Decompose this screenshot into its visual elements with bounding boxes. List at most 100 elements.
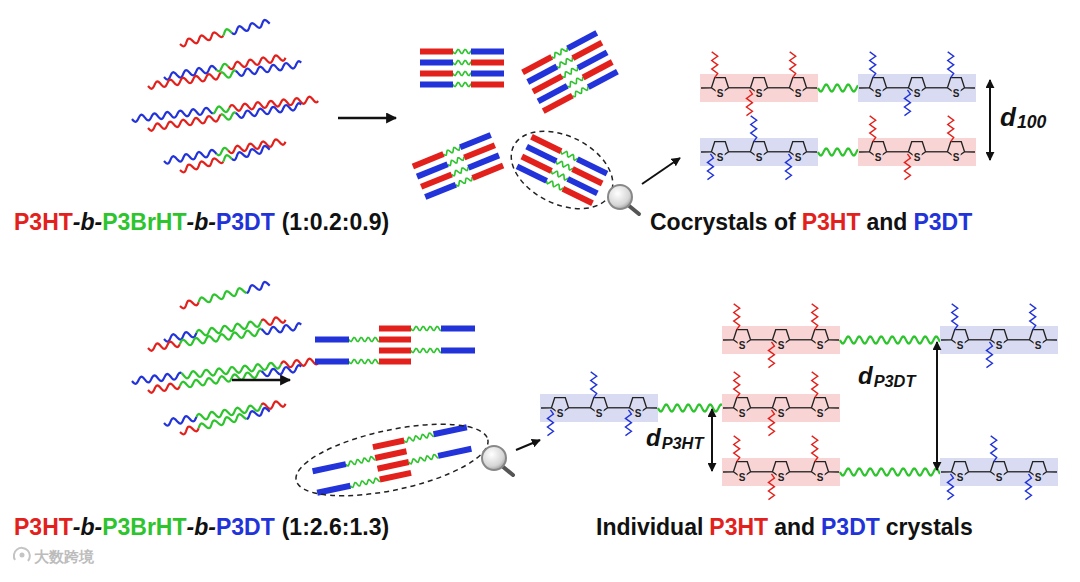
label-text: P3DT bbox=[913, 211, 972, 234]
backbone-bond bbox=[941, 471, 951, 473]
amorphous-segment bbox=[560, 149, 578, 161]
backbone-bond bbox=[859, 151, 869, 153]
backbone-bond bbox=[701, 87, 711, 89]
sulfur-atom: S bbox=[794, 89, 803, 99]
crystal-bar bbox=[438, 449, 471, 456]
spacing-arrow bbox=[936, 342, 938, 470]
chain-block bbox=[722, 458, 840, 486]
chain-packing bbox=[540, 52, 1058, 500]
label-text: crystals bbox=[886, 516, 973, 539]
alkyl-side-chain bbox=[591, 372, 597, 398]
label-text: -b- bbox=[73, 516, 102, 539]
label-text: P3HT bbox=[662, 435, 704, 451]
crystal-bar bbox=[543, 96, 572, 111]
crystal-bar bbox=[313, 464, 346, 471]
backbone-bond bbox=[768, 87, 790, 88]
alkyl-side-chain bbox=[812, 436, 818, 462]
alkyl-side-chain bbox=[991, 436, 997, 462]
polymer-coil bbox=[229, 97, 318, 111]
sulfur-atom: S bbox=[874, 89, 883, 99]
backbone-bond bbox=[969, 339, 991, 340]
crystal-bar bbox=[563, 189, 593, 203]
backbone-bond bbox=[1047, 471, 1057, 473]
sulfur-atom: S bbox=[956, 341, 965, 351]
alkyl-side-chain bbox=[768, 342, 774, 368]
crystal-bar bbox=[420, 71, 453, 77]
sulfur-atom: S bbox=[816, 473, 825, 483]
sulfur-atom: S bbox=[1034, 473, 1043, 483]
backbone-bond bbox=[608, 407, 630, 408]
amorphous-segment bbox=[443, 145, 461, 156]
crystal-bar bbox=[441, 326, 475, 332]
label-text: P3BrHT bbox=[102, 516, 186, 539]
amorphous-segment bbox=[453, 60, 471, 64]
backbone-bond bbox=[807, 87, 817, 89]
crystal-bar bbox=[375, 451, 406, 458]
zoom-arrow bbox=[642, 158, 680, 184]
label-text: P3DT bbox=[821, 516, 880, 539]
alkyl-side-chain bbox=[734, 372, 740, 398]
alkyl-side-chain bbox=[986, 342, 992, 368]
polymer-coil bbox=[148, 342, 180, 351]
crystal-bar bbox=[379, 359, 411, 365]
sulfur-atom: S bbox=[716, 89, 725, 99]
backbone-bond bbox=[1047, 339, 1057, 341]
polymer-coil bbox=[148, 115, 221, 131]
sulfur-atom: S bbox=[995, 473, 1004, 483]
watermark-icon bbox=[20, 553, 25, 558]
alkyl-side-chain bbox=[947, 474, 953, 500]
chain-block bbox=[700, 138, 818, 166]
backbone-bond bbox=[1008, 471, 1030, 472]
amorphous-segment bbox=[411, 348, 441, 352]
backbone-bond bbox=[723, 471, 733, 473]
alkyl-side-chain bbox=[948, 52, 954, 78]
label-text: d bbox=[646, 426, 661, 450]
polymer-coil bbox=[221, 112, 236, 119]
alkyl-side-chain bbox=[904, 90, 910, 116]
label-text: d bbox=[858, 364, 873, 388]
P3BrHT-linker bbox=[840, 469, 940, 476]
spacing-arrow bbox=[711, 409, 713, 471]
amorphous-segment bbox=[453, 71, 471, 75]
process-arrow bbox=[232, 379, 290, 382]
polymer-coil bbox=[180, 32, 223, 46]
sulfur-atom: S bbox=[755, 89, 764, 99]
crystal-bar bbox=[473, 166, 504, 178]
amorphous-segment bbox=[451, 166, 469, 177]
label-text: P3DT bbox=[216, 211, 275, 234]
magnifier-lens bbox=[608, 185, 632, 209]
zoom-arrow bbox=[516, 440, 540, 450]
label-text: -b- bbox=[187, 516, 216, 539]
alkyl-side-chain bbox=[768, 474, 774, 500]
crystal-bar bbox=[441, 348, 475, 354]
magnifier-lens bbox=[482, 446, 506, 470]
crystal-bar bbox=[420, 82, 453, 88]
amorphous-segment bbox=[447, 156, 465, 167]
magnifier-icon bbox=[482, 446, 513, 475]
sulfur-atom: S bbox=[634, 409, 643, 419]
amorphous-segment bbox=[408, 454, 438, 464]
polymer-coil bbox=[148, 384, 180, 393]
crystal-bar bbox=[373, 441, 404, 448]
sulfur-atom: S bbox=[794, 153, 803, 163]
sulfur-atom: S bbox=[716, 153, 725, 163]
polymer-coil bbox=[223, 29, 232, 35]
amorphous-segment bbox=[551, 169, 569, 181]
amorphous-segment bbox=[455, 176, 473, 187]
alkyl-side-chain bbox=[785, 154, 791, 180]
backbone-bond bbox=[829, 407, 839, 409]
polymer-coil bbox=[236, 61, 301, 76]
alkyl-side-chain bbox=[768, 410, 774, 436]
amorphous-segment bbox=[453, 82, 471, 86]
label-text: -b- bbox=[73, 211, 102, 234]
P3BrHT-linker bbox=[840, 337, 940, 344]
amorphous-segment bbox=[566, 76, 584, 88]
backbone-bond bbox=[965, 87, 975, 89]
polymer-coil bbox=[199, 414, 247, 428]
chain-block bbox=[940, 458, 1058, 486]
magnifier-icon bbox=[608, 185, 639, 214]
backbone-bond bbox=[569, 407, 591, 408]
cocrystal-domain bbox=[412, 133, 504, 199]
backbone-bond bbox=[829, 339, 839, 341]
